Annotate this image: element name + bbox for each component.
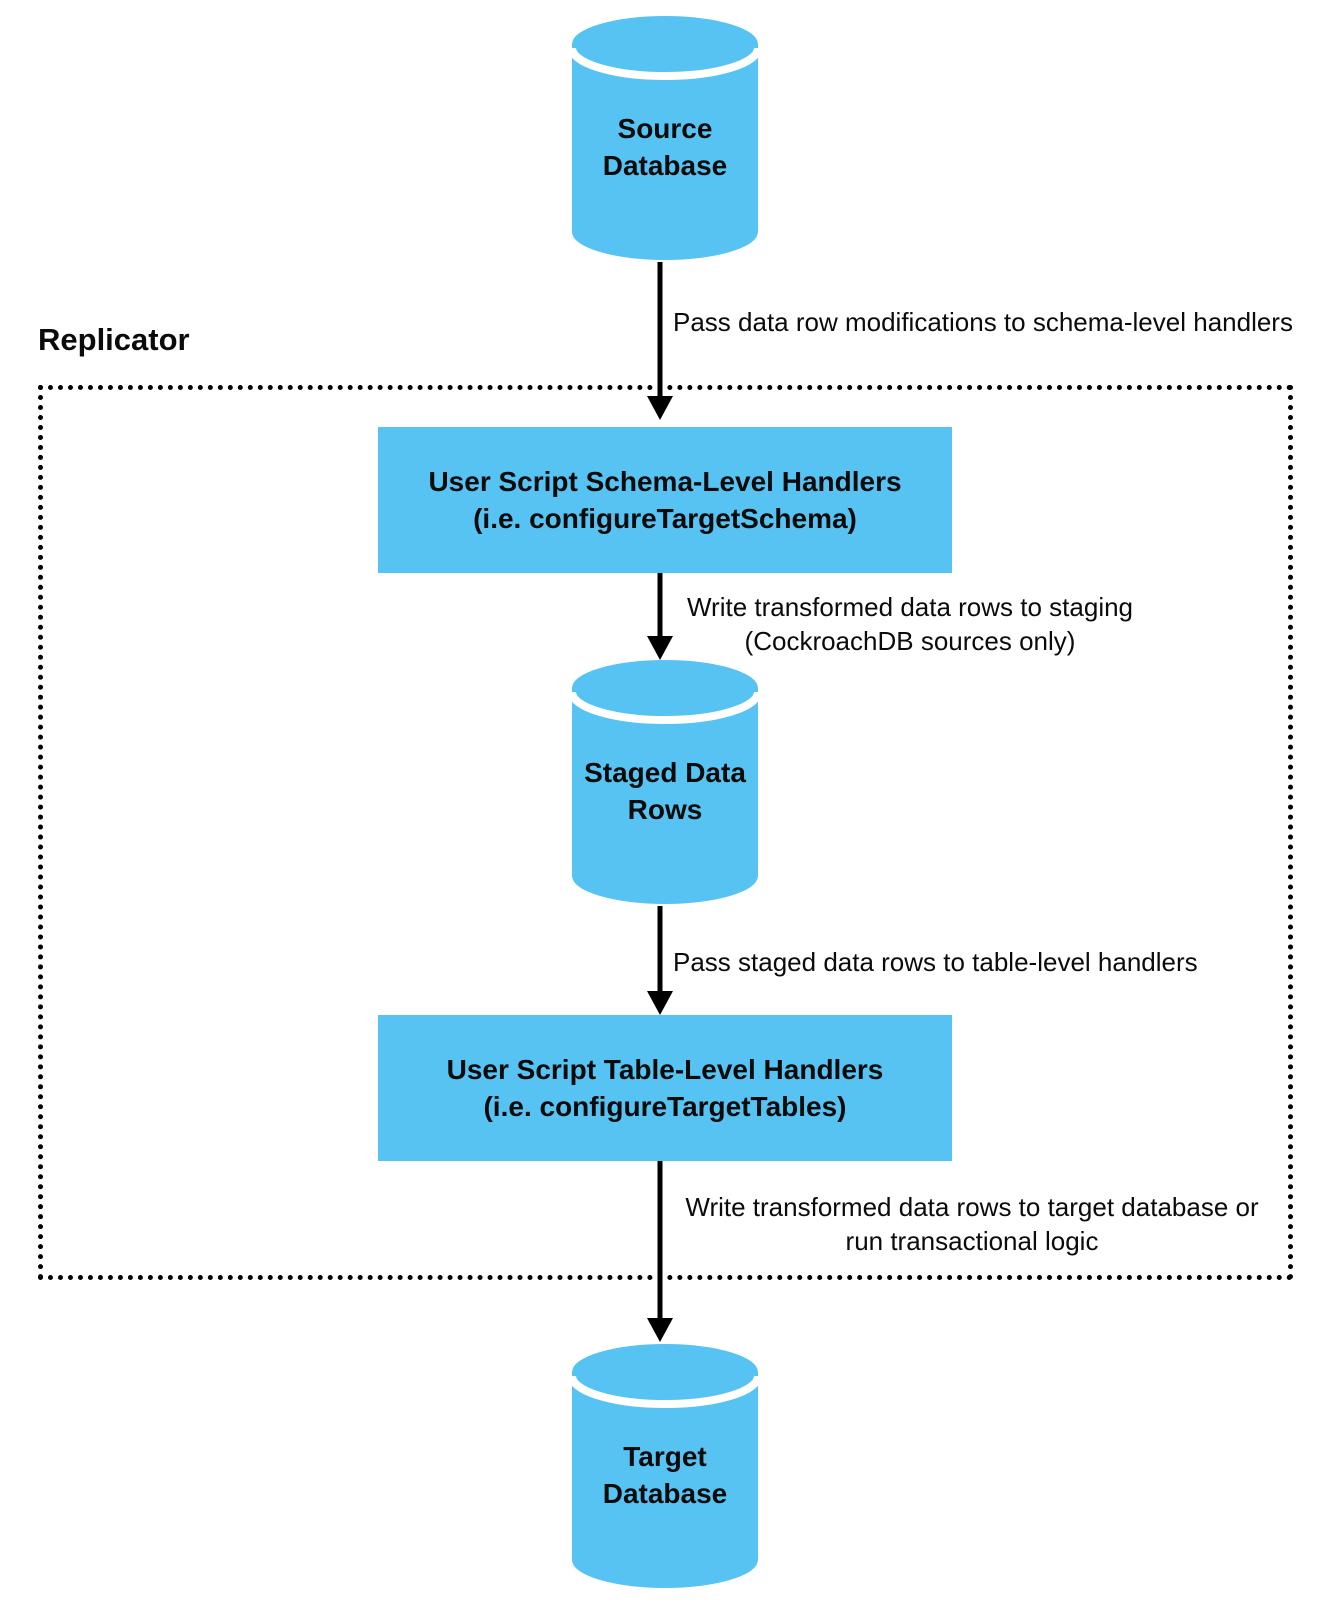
schema-level-handlers-node: User Script Schema-Level Handlers (i.e. … xyxy=(378,427,952,573)
arrow-shaft xyxy=(657,906,663,997)
arrow-shaft xyxy=(657,573,663,642)
staged-data-rows-node: Staged Data Rows xyxy=(570,658,760,906)
edge-label-source-to-schema: Pass data row modifications to schema-le… xyxy=(673,307,1293,337)
database-cylinder-icon xyxy=(570,16,760,260)
arrow-schema-to-staged xyxy=(647,573,673,660)
source-database-node: Source Database xyxy=(570,14,760,262)
source-database-label: Source Database xyxy=(602,113,728,181)
target-database-node: Target Database xyxy=(570,1342,760,1590)
arrow-shaft xyxy=(657,1161,663,1324)
database-cylinder-icon xyxy=(570,1344,760,1588)
arrow-table-to-target xyxy=(647,1161,673,1342)
arrow-head-icon xyxy=(647,1318,673,1342)
arrow-staged-to-table xyxy=(647,906,673,1015)
database-cylinder-icon xyxy=(570,660,760,904)
arrow-head-icon xyxy=(647,636,673,660)
edge-label-table-to-target: Write transformed data rows to target da… xyxy=(685,1192,1259,1256)
table-level-handlers-node: User Script Table-Level Handlers (i.e. c… xyxy=(378,1015,952,1161)
arrow-shaft xyxy=(657,262,663,402)
arrow-source-to-schema xyxy=(647,262,673,420)
arrow-head-icon xyxy=(647,991,673,1015)
staged-data-rows-label: Staged Data Rows xyxy=(584,757,746,825)
target-database-label: Target Database xyxy=(602,1441,728,1509)
arrow-head-icon xyxy=(647,396,673,420)
edge-label-schema-to-staged: Write transformed data rows to staging (… xyxy=(686,592,1134,656)
replicator-group-title: Replicator xyxy=(38,322,190,357)
edge-label-staged-to-table: Pass staged data rows to table-level han… xyxy=(673,947,1198,977)
replicator-group-boundary xyxy=(38,385,1293,1280)
